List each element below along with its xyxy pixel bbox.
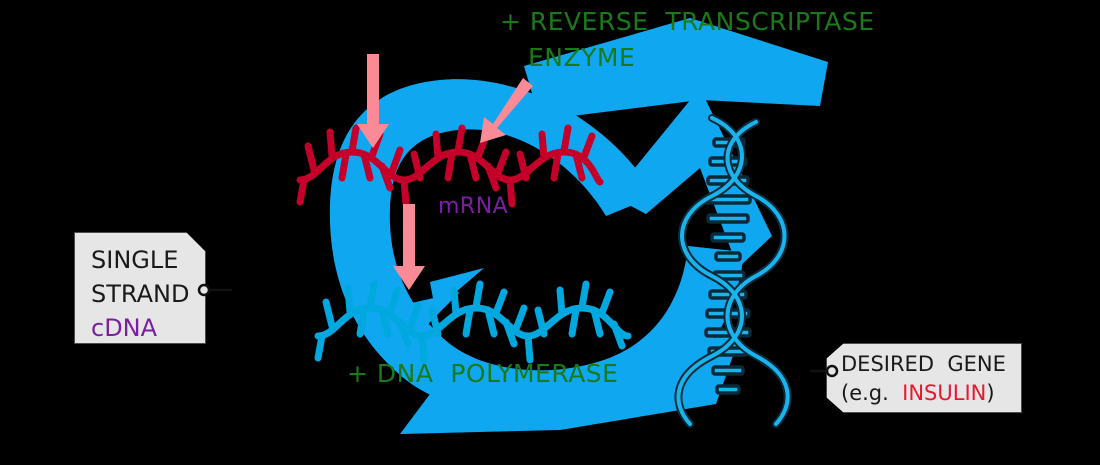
reverse-transcriptase-label-line2: ENZYME [528,43,636,72]
single-strand-cdna-tag: SINGLE STRAND cDNA [74,232,206,344]
mrna-label: mRNA [438,194,509,219]
tag-right-line2: (e.g. INSULIN) [841,379,1011,408]
tag-left-line3: cDNA [91,314,158,342]
tag-left-line2: STRAND [91,280,190,308]
pink-arrow-diagonal-top [480,78,533,143]
reverse-transcriptase-label-line1: + REVERSE TRANSCRIPTASE [500,7,875,36]
desired-gene-tag: DESIRED GENE (e.g. INSULIN) [826,343,1022,413]
dna-polymerase-label: + DNA POLYMERASE [347,359,619,388]
tag-right-line2-prefix: (e.g. [841,381,903,405]
pink-arrow-vertical-mid [393,204,425,290]
pink-arrow-vertical-top [357,54,389,148]
insulin-highlight: INSULIN [902,381,987,405]
tag-left-line1: SINGLE [91,246,179,274]
tag-right-line2-suffix: ) [986,381,995,405]
tag-right-line1: DESIRED GENE [841,352,1006,376]
